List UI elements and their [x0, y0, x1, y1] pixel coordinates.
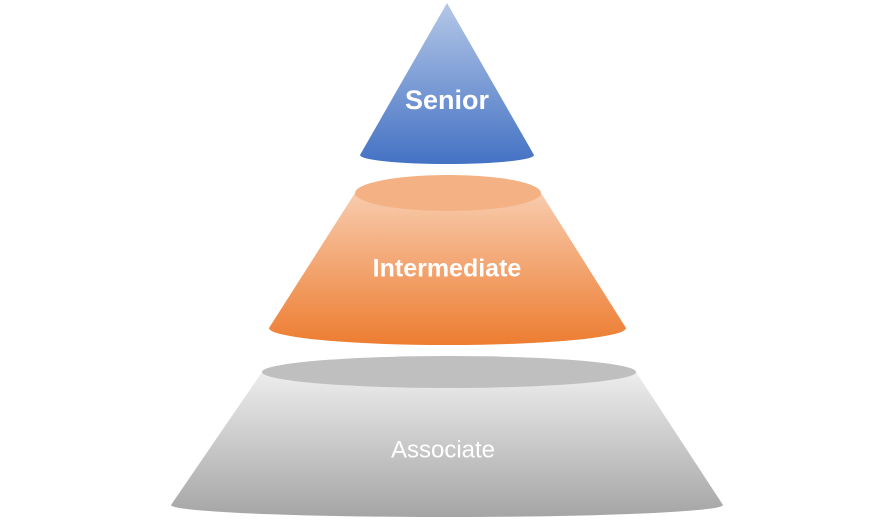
tier-senior-body [360, 3, 534, 164]
tier-intermediate-label: Intermediate [373, 255, 522, 283]
tier-intermediate: Intermediate [269, 175, 626, 346]
tier-associate-rim [262, 356, 636, 388]
tier-intermediate-rim [355, 175, 541, 211]
tier-intermediate-body [269, 193, 626, 346]
tier-senior: Senior [360, 3, 534, 164]
tier-associate-body [171, 372, 723, 517]
tier-associate-label: Associate [391, 436, 495, 463]
tier-associate: Associate [171, 356, 723, 517]
tier-senior-label: Senior [405, 85, 490, 115]
